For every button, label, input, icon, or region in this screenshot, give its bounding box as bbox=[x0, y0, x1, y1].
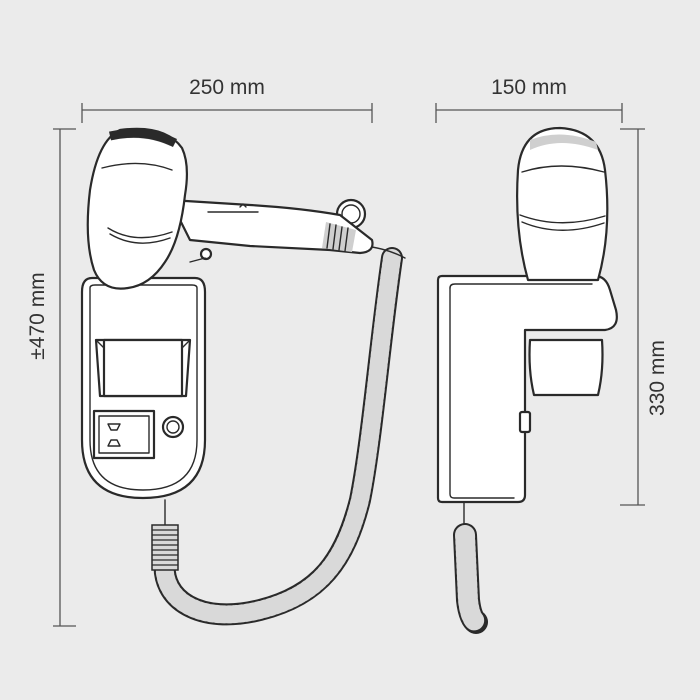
hair-dryer-side bbox=[516, 126, 609, 397]
wall-bracket-side bbox=[436, 274, 618, 504]
coiled-cord-front bbox=[151, 247, 403, 626]
label-height-total: ±470 mm bbox=[26, 272, 49, 359]
label-width-front: 250 mm bbox=[189, 76, 265, 99]
hair-dryer-front bbox=[86, 127, 406, 290]
dimension-height-total: ±470 mm bbox=[26, 128, 76, 627]
label-height-bracket: 330 mm bbox=[646, 340, 669, 416]
coiled-cord-side bbox=[453, 499, 488, 634]
label-width-side: 150 mm bbox=[491, 76, 567, 99]
front-view bbox=[80, 127, 406, 626]
dimension-width-front: 250 mm bbox=[81, 76, 373, 123]
side-view bbox=[436, 126, 618, 634]
wall-holder-front bbox=[80, 276, 207, 500]
dimension-height-bracket: 330 mm bbox=[620, 128, 669, 506]
dimension-width-side: 150 mm bbox=[435, 76, 623, 123]
